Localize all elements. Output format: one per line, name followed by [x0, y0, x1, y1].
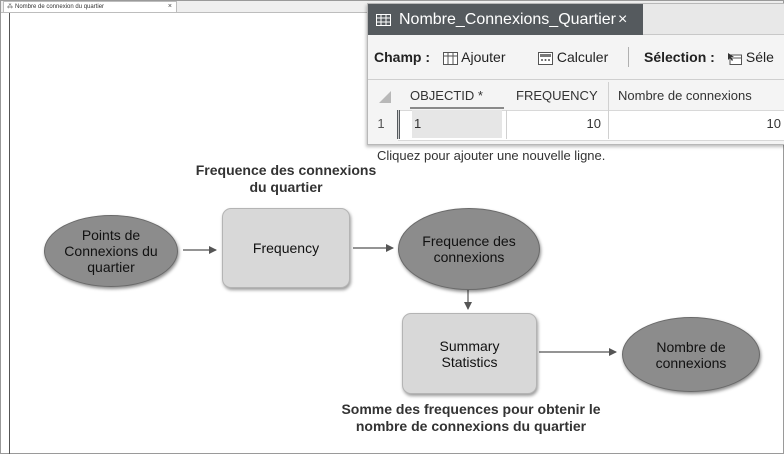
toolbar-divider [368, 79, 784, 80]
column-divider [506, 110, 507, 139]
summary-statistics-label: Summary Statistics [439, 337, 500, 370]
add-field-button[interactable]: Ajouter [443, 44, 505, 70]
canvas-edge [9, 13, 10, 454]
calculate-field-button[interactable]: Calculer [538, 44, 608, 70]
cell-frequency[interactable]: 10 [586, 116, 601, 131]
table-tab-title: Nombre_Connexions_Quartier [399, 11, 616, 28]
select-all-corner[interactable] [378, 90, 392, 104]
input-points-node[interactable]: Points de Connexions du quartier [44, 215, 178, 287]
nombre-output-label: Nombre de connexions [655, 338, 727, 371]
column-header-nombre[interactable]: Nombre de connexions [618, 88, 752, 103]
sort-indicator [410, 107, 504, 109]
column-divider [608, 82, 609, 139]
frequency-tool-label: Frequency [252, 240, 320, 256]
nombre-output-node[interactable]: Nombre de connexions [622, 317, 760, 392]
table-tabbar: Nombre_Connexions_Quartier × [368, 4, 784, 35]
tab-model[interactable]: ⁂Nombre de connexion du quartier × [3, 1, 177, 12]
add-field-label: Ajouter [461, 49, 506, 65]
frequency-tool-node[interactable]: Frequency [222, 208, 350, 288]
selection-label: Sélection : [644, 49, 715, 65]
model-icon: ⁂ [7, 4, 13, 10]
tab-table[interactable]: Nombre_Connexions_Quartier × [368, 4, 643, 35]
input-points-label: Points de Connexions du quartier [64, 227, 158, 275]
attribute-table-window: Nombre_Connexions_Quartier × Champ : Ajo… [367, 3, 784, 163]
toolbar-separator [628, 47, 629, 67]
frequence-output-label: Frequence des connexions [422, 233, 516, 265]
select-button[interactable]: Séle [727, 44, 774, 70]
select-icon [728, 52, 742, 65]
add-field-icon [443, 51, 458, 65]
calculate-label: Calculer [556, 49, 609, 65]
table-icon [376, 13, 391, 26]
sum-label: Somme des frequences pour obtenir le nom… [341, 401, 601, 434]
add-row-hint[interactable]: Cliquez pour ajouter une nouvelle ligne. [377, 148, 606, 163]
column-header-frequency[interactable]: FREQUENCY [516, 88, 598, 103]
calculator-icon [538, 51, 553, 65]
row-number: 1 [377, 116, 385, 131]
champ-label: Champ : [374, 49, 430, 65]
frequency-output-label: Frequence des connexions du quartier [195, 162, 377, 195]
select-label: Séle [745, 49, 774, 65]
close-icon[interactable]: × [618, 11, 628, 28]
column-header-objectid[interactable]: OBJECTID * [410, 88, 483, 103]
frequence-output-node[interactable]: Frequence des connexions [398, 208, 540, 290]
model-tab-title: Nombre de connexion du quartier [15, 4, 105, 10]
table-toolbar: Champ : Ajouter Calculer Sélection : Sél… [368, 44, 784, 70]
column-divider [398, 110, 399, 139]
close-icon[interactable]: × [167, 3, 172, 10]
summary-statistics-node[interactable]: Summary Statistics [402, 313, 537, 394]
cell-objectid[interactable]: 1 [412, 110, 502, 138]
cell-nombre[interactable]: 10 [766, 116, 781, 131]
